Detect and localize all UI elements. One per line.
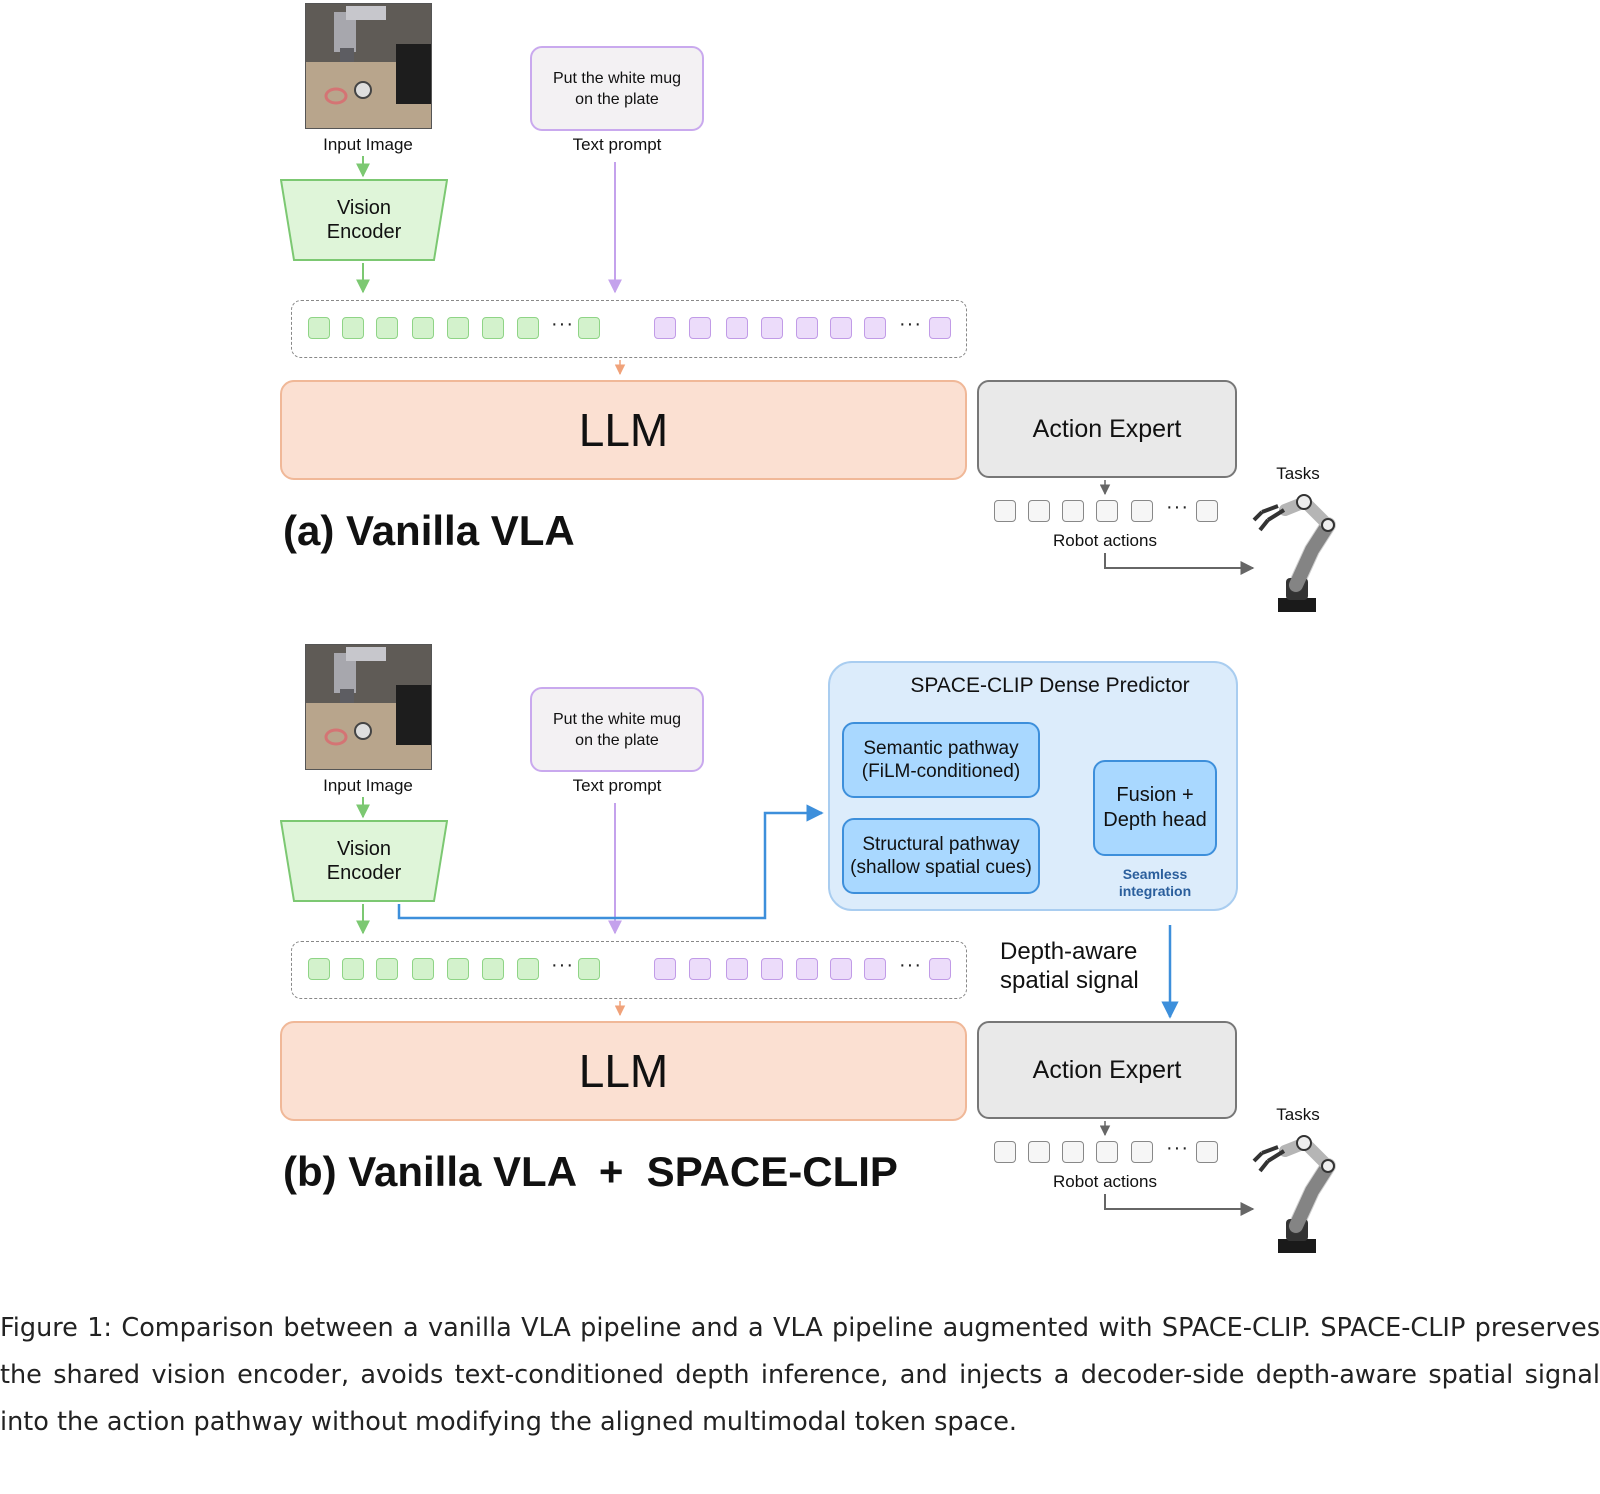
structural-pathway: Structural pathway (shallow spatial cues… — [842, 818, 1040, 894]
vision-encoder: Vision Encoder — [280, 179, 448, 261]
action-expert: Action Expert — [977, 380, 1237, 478]
arrow-actions-to-robot-b — [1104, 1194, 1255, 1216]
text-token — [796, 958, 818, 980]
text-token — [726, 317, 748, 339]
vision-token — [342, 958, 364, 980]
action-token — [1131, 500, 1153, 522]
vision-token — [447, 958, 469, 980]
panel-a-title: (a) Vanilla VLA — [283, 507, 575, 554]
vision-token — [376, 958, 398, 980]
robot-actions-label: Robot actions — [1053, 1172, 1157, 1191]
action-token-ellipsis: ··· — [1166, 496, 1189, 518]
dense-predictor-title: SPACE-CLIP Dense Predictor — [910, 674, 1190, 697]
vision-token — [517, 317, 539, 339]
text-prompt-box: Put the white mug on the plate — [530, 687, 704, 772]
action-token — [1062, 500, 1084, 522]
vision-encoder: Vision Encoder — [280, 820, 448, 902]
seamless-integration-label: Seamless integration — [1118, 866, 1192, 899]
text-prompt-label: Text prompt — [572, 135, 662, 154]
text-prompt-box: Put the white mug on the plate — [530, 46, 704, 131]
action-token — [1096, 1141, 1118, 1163]
action-token — [1131, 1141, 1153, 1163]
text-token — [929, 958, 951, 980]
vision-token — [578, 958, 600, 980]
action-token — [1196, 500, 1218, 522]
text-token — [689, 317, 711, 339]
vision-token — [517, 958, 539, 980]
action-token — [1062, 1141, 1084, 1163]
input-image-label: Input Image — [323, 776, 413, 795]
panel-b-title: (b) Vanilla VLA + SPACE-CLIP — [283, 1148, 898, 1195]
text-token — [864, 958, 886, 980]
vision-encoder-label: Vision Encoder — [326, 197, 402, 243]
llm-block: LLM — [280, 380, 967, 480]
vision-token-ellipsis: ··· — [551, 954, 574, 976]
action-token — [1096, 500, 1118, 522]
text-token — [726, 958, 748, 980]
text-token — [761, 317, 783, 339]
vision-token — [578, 317, 600, 339]
text-token — [654, 958, 676, 980]
vision-encoder-label: Vision Encoder — [326, 838, 402, 884]
arrow-actions-to-robot — [1104, 553, 1255, 575]
vision-token — [412, 317, 434, 339]
action-token — [1028, 1141, 1050, 1163]
vision-token — [482, 317, 504, 339]
llm-block: LLM — [280, 1021, 967, 1121]
robot-arm-icon — [1252, 494, 1336, 612]
vision-token — [308, 317, 330, 339]
vision-token — [308, 958, 330, 980]
text-token — [929, 317, 951, 339]
text-token — [830, 958, 852, 980]
text-token — [830, 317, 852, 339]
text-token — [654, 317, 676, 339]
figure-caption: Figure 1: Comparison between a vanilla V… — [0, 1313, 1600, 1437]
semantic-pathway: Semantic pathway (FiLM-conditioned) — [842, 722, 1040, 798]
text-token — [796, 317, 818, 339]
depth-signal-label: Depth-aware spatial signal — [1000, 938, 1139, 994]
vision-token — [342, 317, 364, 339]
token-sequence — [291, 941, 967, 999]
action-token-ellipsis: ··· — [1166, 1137, 1189, 1159]
vision-token-ellipsis: ··· — [551, 313, 574, 335]
input-image-label: Input Image — [323, 135, 413, 154]
tasks-label: Tasks — [1276, 1105, 1320, 1124]
text-token-ellipsis: ··· — [899, 313, 922, 335]
vision-token — [376, 317, 398, 339]
text-token — [761, 958, 783, 980]
tasks-label: Tasks — [1276, 464, 1320, 483]
text-token-ellipsis: ··· — [899, 954, 922, 976]
input-image — [305, 3, 432, 129]
action-token — [994, 500, 1016, 522]
action-token — [1196, 1141, 1218, 1163]
input-image — [305, 644, 432, 770]
text-token — [864, 317, 886, 339]
fusion-depth-head: Fusion + Depth head — [1093, 760, 1217, 856]
vision-token — [482, 958, 504, 980]
arrow-encoder-to-dense — [397, 804, 824, 920]
vision-token — [412, 958, 434, 980]
vision-token — [447, 317, 469, 339]
text-prompt-label: Text prompt — [572, 776, 662, 795]
action-token — [1028, 500, 1050, 522]
text-token — [689, 958, 711, 980]
action-token — [994, 1141, 1016, 1163]
robot-arm-icon — [1252, 1135, 1336, 1253]
token-sequence — [291, 300, 967, 358]
action-expert: Action Expert — [977, 1021, 1237, 1119]
robot-actions-label: Robot actions — [1053, 531, 1157, 550]
